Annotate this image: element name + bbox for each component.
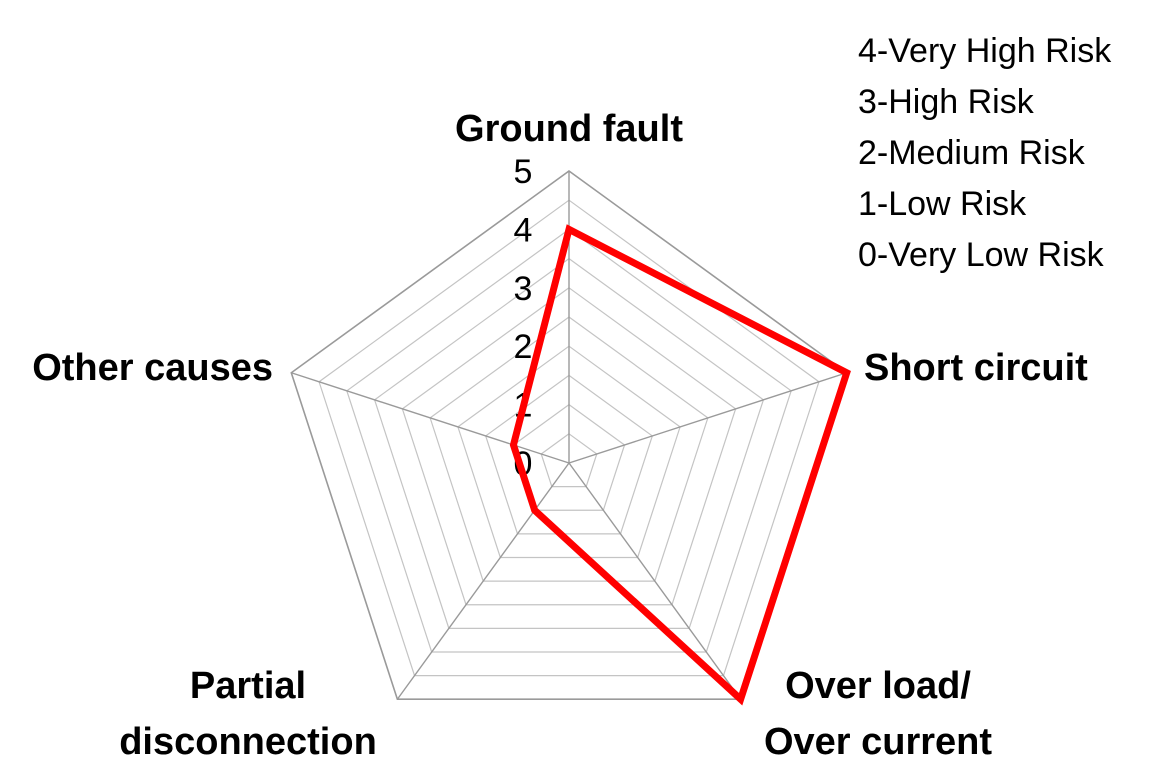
axis-label: Short circuit [864, 347, 1088, 389]
legend-item: 4-Very High Risk [858, 32, 1112, 70]
grid-ring [346, 228, 792, 653]
legend-item: 0-Very Low Risk [858, 236, 1105, 274]
axis-label: Other causes [32, 347, 273, 389]
axis-spokes [291, 171, 847, 700]
tick-label: 2 [514, 328, 533, 366]
axis-spoke [568, 372, 847, 464]
axis-label: disconnection [119, 721, 377, 763]
grid-ring [457, 345, 681, 559]
axis-spoke [396, 462, 570, 700]
legend-item: 1-Low Risk [858, 185, 1027, 223]
grid-ring [318, 199, 820, 677]
axis-spoke [568, 462, 742, 700]
tick-label: 5 [514, 153, 533, 191]
grid-ring [540, 433, 598, 488]
axis-label: Partial [190, 665, 306, 707]
axis-spoke [291, 372, 570, 464]
grid-ring [429, 316, 709, 582]
grid-ring [290, 170, 848, 701]
grid-lines [290, 170, 848, 701]
axis-label: Ground fault [455, 108, 683, 150]
grid-ring [512, 403, 626, 511]
tick-label: 4 [514, 211, 533, 249]
tick-label: 3 [514, 270, 533, 308]
grid-ring [401, 287, 737, 606]
grid-ring [373, 257, 765, 629]
legend: 4-Very High Risk 3-High Risk 2-Medium Risk… [858, 32, 1112, 274]
axis-label: Over load/ [785, 665, 971, 707]
axis-label: Over current [764, 721, 992, 763]
legend-item: 2-Medium Risk [858, 134, 1086, 172]
series-group [509, 224, 851, 706]
legend-item: 3-High Risk [858, 83, 1035, 121]
grid-ring [484, 374, 654, 535]
series-line [509, 224, 851, 706]
